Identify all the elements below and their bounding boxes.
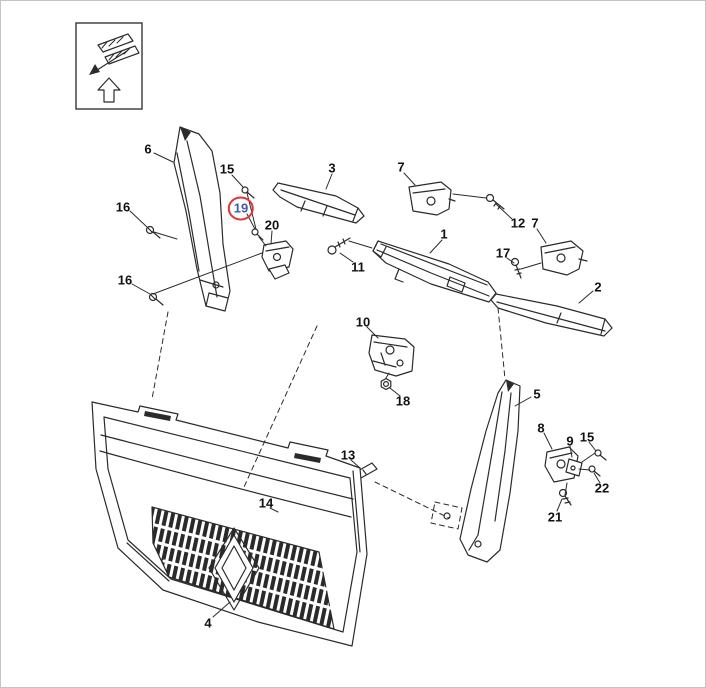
callout-c19-label[interactable]: 19 — [233, 200, 249, 216]
callout-c5-label[interactable]: 5 — [533, 386, 541, 402]
callout-c1-label[interactable]: 1 — [440, 226, 448, 242]
part-3-upper-rail — [272, 182, 365, 224]
part-5-pillar — [430, 379, 521, 563]
grille-handle-left — [144, 411, 171, 421]
diamond-logo — [208, 527, 260, 611]
part-10-bracket — [368, 334, 415, 377]
screw-12 — [485, 193, 505, 210]
leader-lines — [129, 152, 601, 618]
screw-16-upper — [145, 225, 161, 239]
callout-c10-label[interactable]: 10 — [355, 314, 371, 330]
up-arrow-icon — [97, 77, 121, 103]
callout-c21-label[interactable]: 21 — [547, 509, 563, 525]
alignment-dashed-lines — [151, 307, 506, 519]
callout-c14-label[interactable]: 14 — [258, 495, 274, 511]
part-7-bracket-right — [540, 240, 588, 276]
callout-c9-label[interactable]: 9 — [566, 433, 574, 449]
part-6-pillar — [173, 126, 231, 312]
screw-16-lower — [148, 292, 164, 306]
callout-c15a-label[interactable]: 15 — [219, 161, 235, 177]
callout-c4-label[interactable]: 4 — [204, 615, 212, 631]
callout-c7b-label[interactable]: 7 — [531, 215, 539, 231]
nut-18 — [380, 377, 392, 391]
callout-c8-label[interactable]: 8 — [537, 420, 545, 436]
part-1-center-rail — [372, 240, 497, 303]
grille-handle-right — [294, 453, 321, 463]
callout-c3-label[interactable]: 3 — [328, 160, 336, 176]
part-7-bracket-left — [408, 181, 456, 216]
callout-c12-label[interactable]: 12 — [510, 215, 526, 231]
callout-c22-label[interactable]: 22 — [594, 480, 610, 496]
callout-c17-label[interactable]: 17 — [495, 245, 511, 261]
part-2-right-rail — [490, 293, 613, 337]
screw-11 — [327, 237, 351, 255]
callout-c7a-label[interactable]: 7 — [397, 159, 405, 175]
callout-c16b-label[interactable]: 16 — [117, 272, 133, 288]
callout-c13-label[interactable]: 13 — [340, 447, 356, 463]
screw-22 — [588, 465, 601, 477]
screw-17 — [510, 257, 522, 279]
callout-c20-label[interactable]: 20 — [264, 217, 280, 233]
callout-c16a-label[interactable]: 16 — [115, 199, 131, 215]
callout-c18-label[interactable]: 18 — [395, 393, 411, 409]
direction-arrow-icon — [89, 50, 128, 75]
callout-c2-label[interactable]: 2 — [594, 279, 602, 295]
orientation-inset — [75, 22, 143, 110]
callout-c11-label[interactable]: 11 — [351, 259, 365, 275]
part-20-bracket — [261, 240, 294, 280]
callout-c6-label[interactable]: 6 — [144, 141, 152, 157]
screw-15-top — [241, 186, 255, 199]
part-9-plate — [565, 458, 583, 477]
callout-c15b-label[interactable]: 15 — [579, 429, 595, 445]
part-4-grille — [91, 401, 368, 647]
